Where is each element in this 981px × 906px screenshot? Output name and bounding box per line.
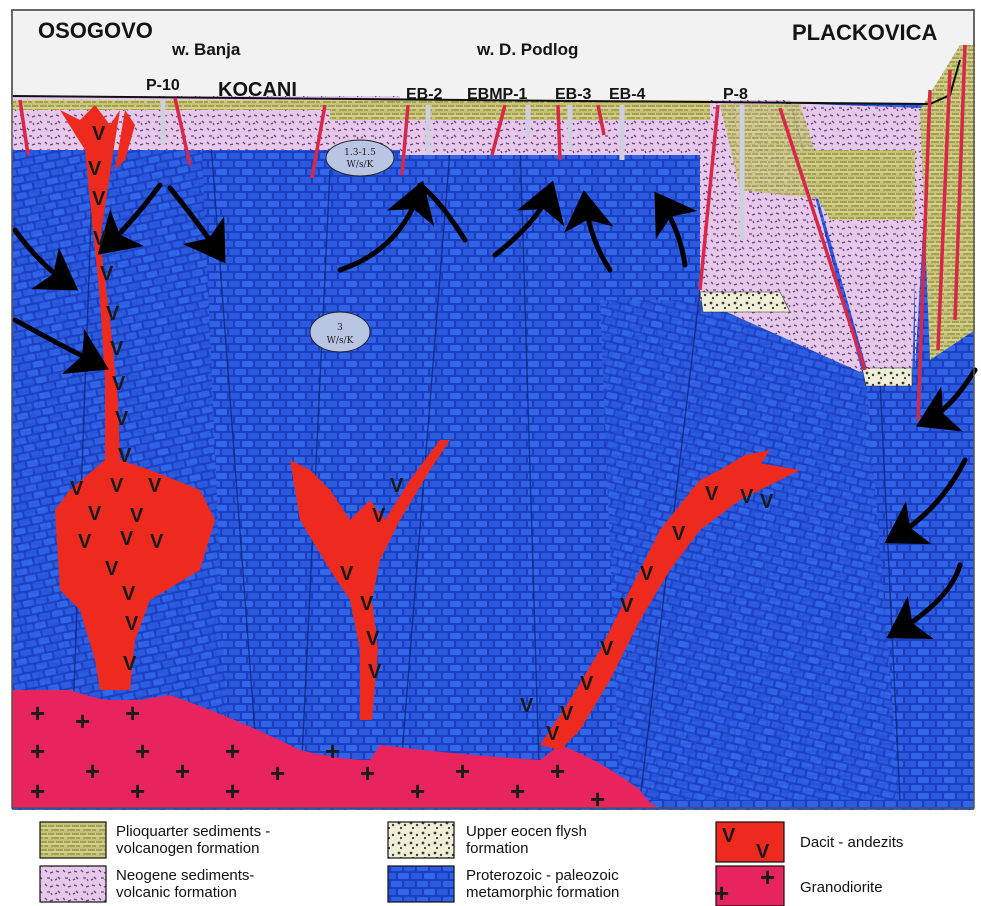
dacite-v-mark: V: [122, 583, 136, 605]
dacite-v-mark: V: [705, 483, 719, 505]
granodiorite-plus-mark: +: [325, 736, 340, 766]
svg-text:W/s/K: W/s/K: [347, 160, 374, 170]
granodiorite-plus-mark: +: [30, 776, 45, 806]
dacite-v-mark: V: [600, 638, 614, 660]
granodiorite-plus-mark: +: [130, 776, 145, 806]
dacite-v-mark: V: [115, 408, 129, 430]
legend-item-neogene: Neogene sediments- volcanic formation: [40, 866, 254, 902]
dacite-v-mark: V: [88, 503, 102, 525]
dacite-v-mark: V: [546, 723, 560, 745]
dacite-v-mark: V: [130, 505, 144, 527]
dacite-v-mark: V: [123, 653, 137, 675]
temperature-oval-upper: 1.3-1.5 W/s/K: [326, 140, 394, 176]
dacite-v-mark: V: [118, 445, 132, 467]
svg-text:Proterozoic - paleozoic: Proterozoic - paleozoic: [466, 867, 619, 884]
granodiorite-plus-mark: +: [135, 736, 150, 766]
dacite-v-mark: V: [78, 531, 92, 553]
granodiorite-plus-mark: +: [175, 756, 190, 786]
svg-text:Granodiorite: Granodiorite: [800, 879, 883, 896]
granodiorite-plus-mark: +: [360, 758, 375, 788]
svg-text:volcanogen formation: volcanogen formation: [116, 840, 259, 857]
granodiorite-plus-mark: +: [270, 758, 285, 788]
legend-item-proterozoic: Proterozoic - paleozoic metamorphic form…: [388, 866, 619, 902]
dacite-v-mark: V: [368, 661, 382, 683]
svg-text:Dacit - andezits: Dacit - andezits: [800, 834, 903, 851]
dacite-v-mark: V: [672, 523, 686, 545]
dacite-v-mark: V: [125, 613, 139, 635]
dacite-v-mark: V: [740, 486, 754, 508]
dacite-v-mark: V: [106, 303, 120, 325]
well-label-eb2: EB-2: [406, 86, 443, 103]
dacite-v-mark: V: [112, 373, 126, 395]
svg-text:Neogene sediments-: Neogene sediments-: [116, 867, 254, 884]
svg-text:+: +: [760, 862, 775, 892]
dacite-v-mark: V: [120, 528, 134, 550]
granodiorite-plus-mark: +: [550, 756, 565, 786]
svg-text:+: +: [714, 878, 729, 906]
well-label-p10: P-10: [146, 77, 180, 94]
granodiorite-plus-mark: +: [125, 698, 140, 728]
dacite-v-mark: V: [620, 595, 634, 617]
well-label-eb3: EB-3: [555, 86, 592, 103]
dacite-v-mark: V: [560, 703, 574, 725]
dacite-v-mark: V: [366, 628, 380, 650]
svg-text:volcanic formation: volcanic formation: [116, 884, 237, 901]
dacite-v-mark: V: [390, 475, 404, 497]
dacite-v-mark: V: [92, 188, 106, 210]
svg-text:V: V: [756, 841, 770, 863]
svg-text:metamorphic formation: metamorphic formation: [466, 884, 619, 901]
granodiorite-plus-mark: +: [410, 776, 425, 806]
dacite-v-mark: V: [520, 695, 534, 717]
dacite-v-mark: V: [760, 491, 774, 513]
dacite-v-mark: V: [360, 593, 374, 615]
label-w-banja: w. Banja: [171, 40, 241, 59]
label-osogovo: OSOGOVO: [38, 18, 153, 43]
granodiorite-plus-mark: +: [590, 784, 605, 814]
svg-text:V: V: [722, 825, 736, 847]
dacite-v-mark: V: [640, 563, 654, 585]
granodiorite-plus-mark: +: [225, 776, 240, 806]
temperature-oval-lower: 3 W/s/K: [310, 312, 370, 352]
granodiorite-plus-mark: +: [455, 756, 470, 786]
dacite-v-mark: V: [150, 531, 164, 553]
dacite-v-mark: V: [372, 505, 386, 527]
svg-text:Upper eocen flysh: Upper eocen flysh: [466, 823, 587, 840]
svg-text:formation: formation: [466, 840, 529, 857]
granodiorite-plus-mark: +: [85, 756, 100, 786]
svg-text:W/s/K: W/s/K: [327, 336, 354, 346]
well-label-ebmp1: EBMP-1: [467, 86, 528, 103]
label-w-d-podlog: w. D. Podlog: [476, 40, 578, 59]
svg-text:Plioquarter sediments -: Plioquarter sediments -: [116, 823, 270, 840]
label-kocani: KOCANI: [218, 79, 297, 101]
dacite-v-mark: V: [580, 673, 594, 695]
dacite-v-mark: V: [93, 228, 107, 250]
dacite-v-mark: V: [92, 123, 106, 145]
dacite-v-mark: V: [100, 263, 114, 285]
granodiorite-plus-mark: +: [30, 698, 45, 728]
dacite-v-mark: V: [110, 338, 124, 360]
dacite-v-mark: V: [340, 563, 354, 585]
granodiorite-plus-mark: +: [225, 736, 240, 766]
label-plackovica: PLACKOVICA: [792, 20, 938, 45]
dacite-v-mark: V: [148, 475, 162, 497]
dacite-v-mark: V: [88, 158, 102, 180]
granodiorite-plus-mark: +: [75, 706, 90, 736]
granodiorite-plus-mark: +: [30, 736, 45, 766]
granodiorite-plus-mark: +: [510, 776, 525, 806]
dacite-v-mark: V: [70, 478, 84, 500]
legend-item-plioquarter: Plioquarter sediments - volcanogen forma…: [40, 822, 270, 858]
svg-text:1.3-1.5: 1.3-1.5: [344, 148, 376, 158]
dacite-v-mark: V: [105, 558, 119, 580]
dacite-v-mark: V: [110, 475, 124, 497]
svg-text:3: 3: [337, 323, 343, 333]
well-label-eb4: EB-4: [609, 86, 646, 103]
well-label-p8: P-8: [723, 86, 748, 103]
